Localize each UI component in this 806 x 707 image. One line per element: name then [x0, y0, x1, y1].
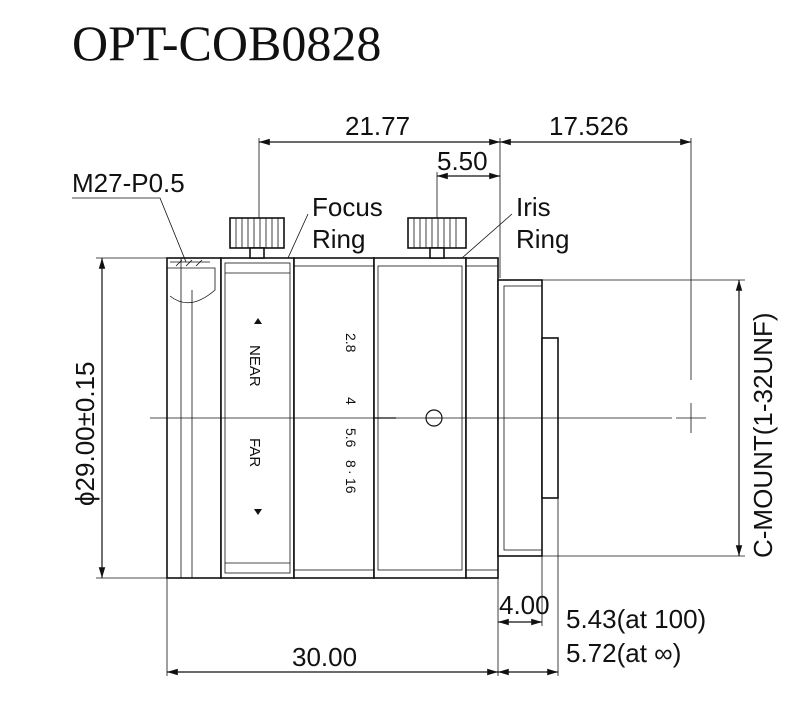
dim-bottom-overall: 30.00 [292, 642, 357, 672]
iris-lock-knob [407, 217, 467, 259]
focus-lock-knob [229, 217, 285, 259]
iris-scale-mark: 4 [343, 397, 359, 405]
iris-ring-label-1: Iris [516, 192, 551, 222]
focus-ring-label-2: Ring [312, 224, 365, 254]
focus-ring-label-1: Focus [312, 192, 383, 222]
lens-body: NEAR FAR [166, 217, 559, 579]
dim-backfocus-inf: 5.72(at ∞) [566, 638, 681, 668]
thread-label: M27-P0.5 [72, 168, 185, 198]
dim-top-overall: 21.77 [345, 111, 410, 141]
near-arrow-icon [254, 318, 262, 324]
product-title: OPT-COB0828 [72, 15, 381, 71]
iris-ring-leader [461, 213, 513, 259]
iris-scale-mark: 2.8 [343, 333, 359, 353]
dim-bottom-flange: 4.00 [499, 590, 550, 620]
near-label: NEAR [246, 345, 263, 387]
mount-label: C-MOUNT(1-32UNF) [748, 312, 778, 558]
thread-cutaway [167, 267, 216, 304]
far-label: FAR [246, 438, 263, 467]
focus-ring-leader [287, 213, 309, 259]
dim-top-mount: 17.526 [549, 111, 629, 141]
iris-scale-separator: · [343, 470, 359, 475]
dim-top-iris: 5.50 [437, 146, 488, 176]
far-arrow-icon [254, 509, 262, 515]
thread-leader [72, 197, 187, 263]
iris-scale-mark: 8 [343, 460, 359, 468]
iris-scale: 2.8 4 5.6 8 · 16 [343, 333, 359, 494]
iris-ring-label-2: Ring [516, 224, 569, 254]
dim-backfocus-100: 5.43(at 100) [566, 604, 706, 634]
iris-scale-mark: 5.6 [343, 428, 359, 448]
dim-diameter: ϕ29.00±0.15 [70, 362, 100, 507]
iris-scale-mark: 16 [343, 478, 359, 494]
